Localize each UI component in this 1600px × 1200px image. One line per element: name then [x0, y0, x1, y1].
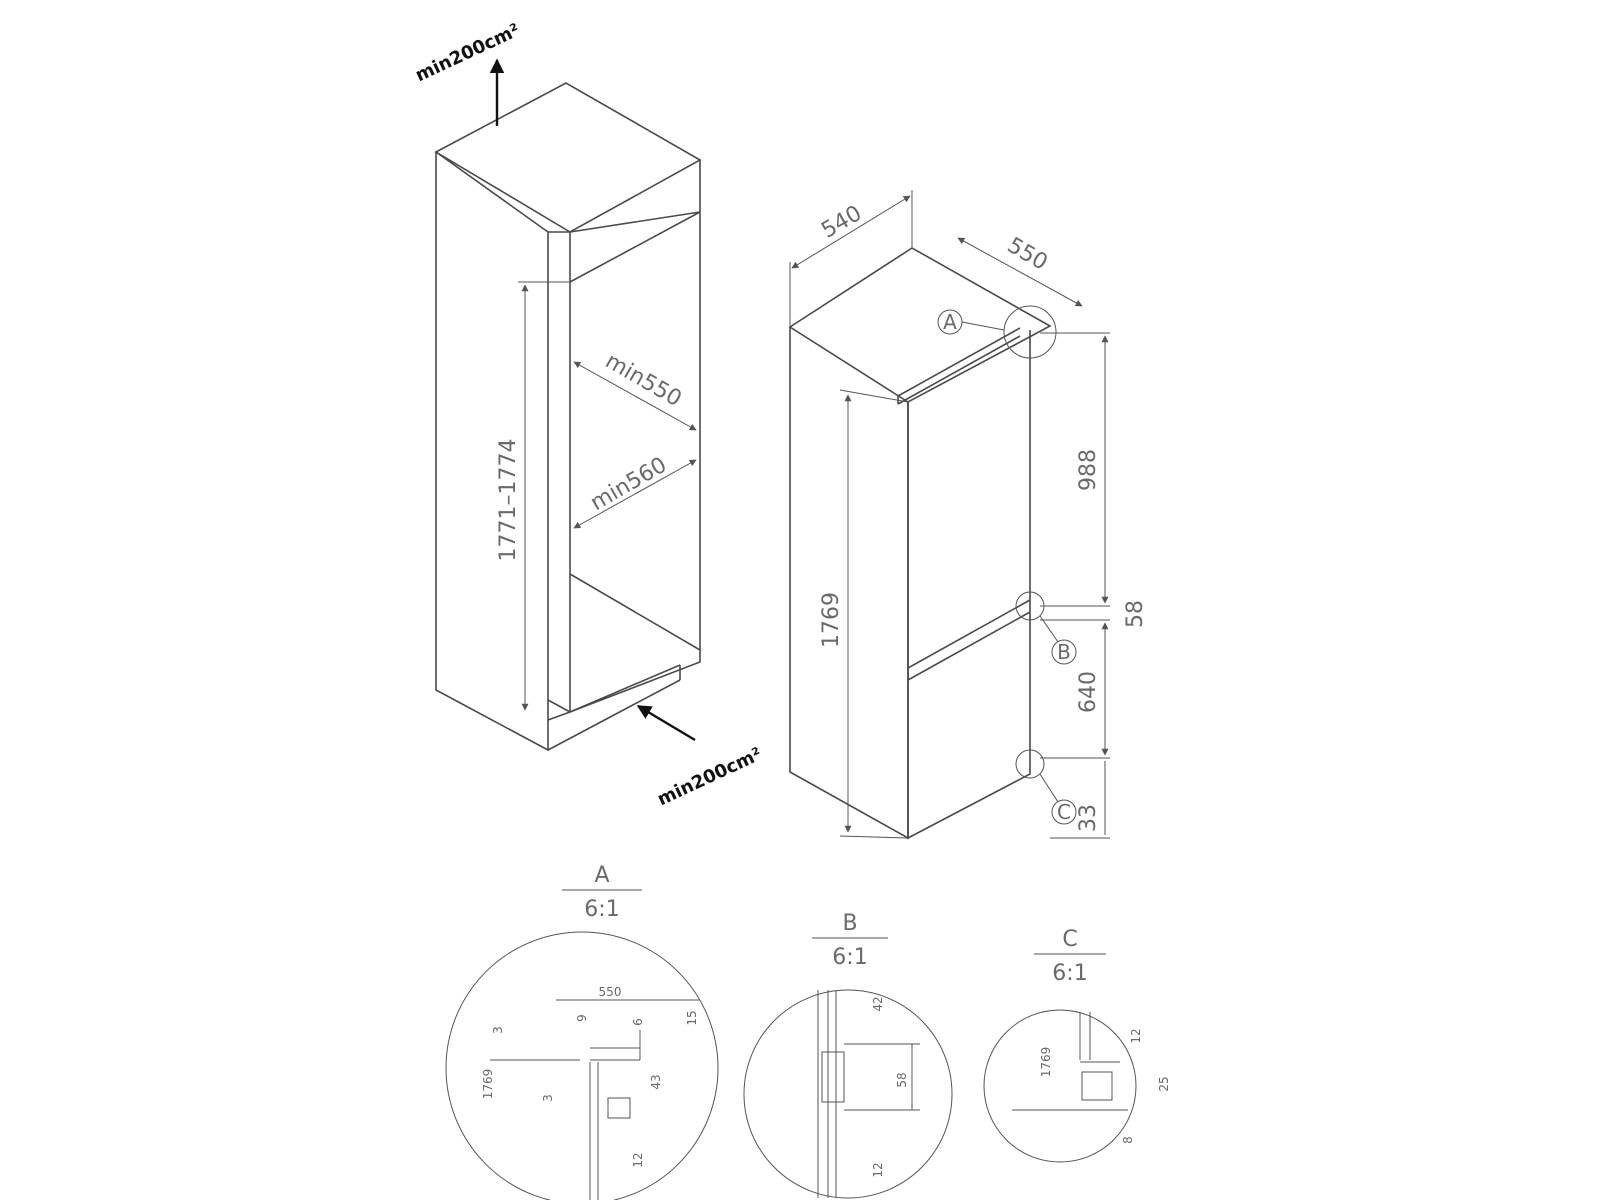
cabinet-drawing: 1771–1774 min550 min560 min200cm² min200…: [412, 20, 765, 811]
detail-a-12: 12: [631, 1152, 645, 1167]
detail-a-9: 9: [575, 1014, 589, 1022]
detail-c-scale: 6:1: [1052, 961, 1087, 986]
cabinet-opening: [569, 212, 701, 714]
detail-a-6: 6: [631, 1018, 645, 1026]
detail-a-15: 15: [685, 1010, 699, 1025]
detail-a-43: 43: [649, 1074, 663, 1089]
dim-640-label: 640: [1076, 671, 1101, 713]
detail-c-25: 25: [1157, 1076, 1171, 1091]
marker-c-circle: [1015, 749, 1045, 779]
appliance-drawing: 540 550 1769 988 58 640 33 A B C: [788, 190, 1148, 840]
detail-a-1769: 1769: [481, 1069, 495, 1100]
vent-top-label: min200cm²: [412, 20, 523, 87]
appliance-top-face: [788, 247, 1052, 403]
detail-b-42: 42: [871, 996, 885, 1011]
detail-a-3a: 3: [491, 1026, 505, 1034]
dim-58-label: 58: [1123, 600, 1148, 628]
detail-a-title: A: [594, 863, 609, 888]
detail-a-3b: 3: [541, 1094, 555, 1102]
cabinet-top-face: [434, 82, 702, 233]
marker-b-circle: [1015, 591, 1045, 621]
detail-a-scale: 6:1: [584, 897, 619, 922]
detail-b-58: 58: [895, 1072, 909, 1087]
detail-b: B 6:1 42 58 12: [743, 911, 953, 1199]
detail-c-title: C: [1062, 927, 1077, 952]
cabinet-left-side: [435, 152, 549, 752]
cabinet-height-label: 1771–1774: [496, 439, 521, 562]
cabinet-width-label: min560: [586, 453, 671, 516]
detail-b-12: 12: [871, 1162, 885, 1177]
dim-33-label: 33: [1076, 804, 1101, 832]
detail-a-circle: [445, 931, 719, 1200]
detail-a-550: 550: [599, 985, 622, 999]
marker-b-label: B: [1057, 640, 1071, 664]
vent-bottom-arrow: [636, 704, 696, 742]
marker-a-circle: [1003, 305, 1057, 359]
cabinet-depth-label: min550: [601, 349, 686, 412]
detail-a: A 6:1 550 3 9 6 15 1769 3 43 12: [445, 863, 719, 1200]
marker-c-label: C: [1057, 800, 1071, 824]
marker-a-label: A: [943, 310, 957, 334]
dim-988-label: 988: [1076, 449, 1101, 491]
detail-c: C 6:1 12 1769 25 8: [983, 927, 1171, 1163]
appliance-side-face: [789, 327, 909, 840]
detail-b-scale: 6:1: [832, 945, 867, 970]
detail-c-8: 8: [1121, 1136, 1135, 1144]
detail-b-circle: [743, 989, 953, 1199]
appliance-depth-label: 550: [1003, 233, 1052, 276]
detail-c-12: 12: [1129, 1028, 1143, 1043]
detail-c-1769: 1769: [1039, 1047, 1053, 1078]
vent-bottom-label: min200cm²: [654, 744, 765, 811]
detail-b-title: B: [842, 911, 857, 936]
appliance-height-label: 1769: [819, 592, 844, 648]
detail-c-circle: [983, 1009, 1137, 1163]
